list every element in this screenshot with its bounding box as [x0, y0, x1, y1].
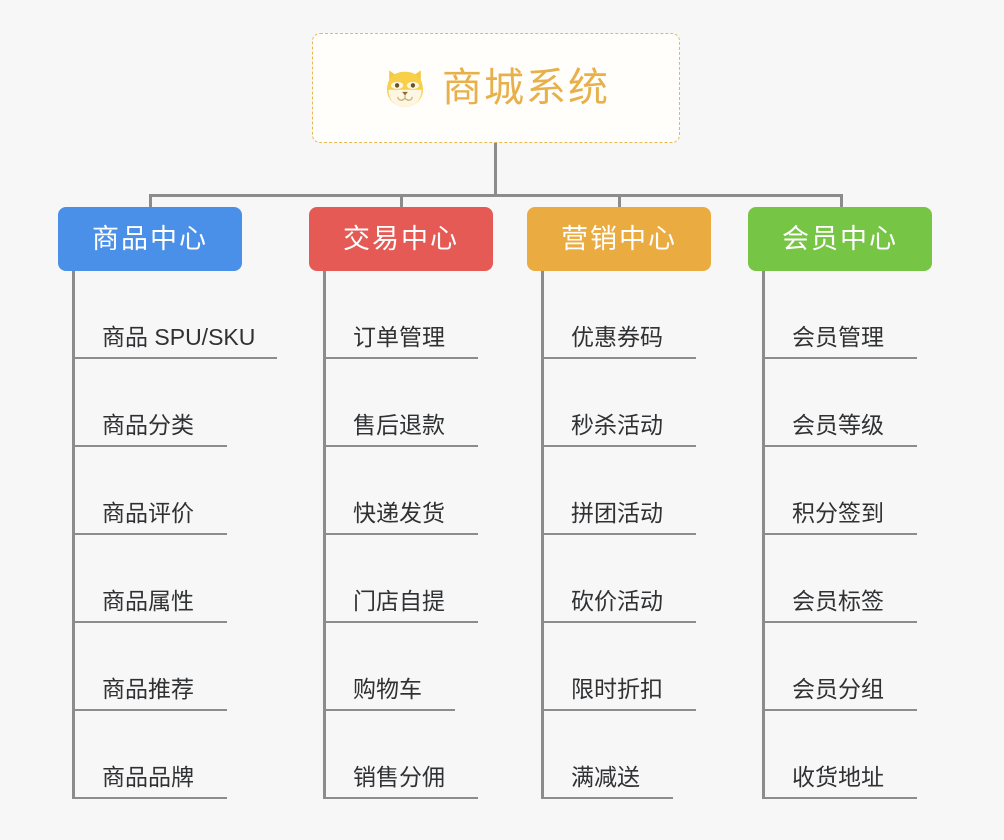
category-header-member-center[interactable]: 会员中心 [748, 207, 932, 271]
leaf-item-label: 收货地址 [792, 764, 884, 790]
leaf-item[interactable]: 销售分佣 [323, 711, 478, 799]
leaf-item-label: 门店自提 [353, 588, 445, 614]
leaf-item[interactable]: 收货地址 [762, 711, 917, 799]
leaf-item[interactable]: 会员分组 [762, 623, 917, 711]
leaf-item[interactable]: 快递发货 [323, 447, 478, 535]
category-header-product-center[interactable]: 商品中心 [58, 207, 242, 271]
leaf-item[interactable]: 购物车 [323, 623, 455, 711]
leaf-item-label: 会员标签 [792, 588, 884, 614]
category-header-marketing-center[interactable]: 营销中心 [527, 207, 711, 271]
leaf-item-label: 秒杀活动 [571, 412, 663, 438]
leaf-item-label: 商品属性 [102, 588, 194, 614]
category-header-label: 营销中心 [561, 223, 677, 254]
leaf-item[interactable]: 商品推荐 [72, 623, 227, 711]
connector-root-stem [494, 143, 497, 196]
leaf-item[interactable]: 限时折扣 [541, 623, 696, 711]
leaf-item[interactable]: 商品评价 [72, 447, 227, 535]
connector-column-spine [762, 271, 765, 799]
leaf-item[interactable]: 门店自提 [323, 535, 478, 623]
leaf-item-label: 满减送 [571, 764, 640, 790]
leaf-item-label: 限时折扣 [571, 676, 663, 702]
connector-drop-column-4 [840, 194, 843, 209]
leaf-item[interactable]: 秒杀活动 [541, 359, 696, 447]
leaf-item[interactable]: 商品品牌 [72, 711, 227, 799]
category-header-label: 商品中心 [92, 223, 208, 254]
root-node-title: 商城系统 [442, 66, 610, 110]
leaf-item[interactable]: 商品 SPU/SKU [72, 271, 277, 359]
connector-drop-column-2 [400, 194, 403, 209]
leaf-item-label: 订单管理 [353, 324, 445, 350]
category-header-label: 交易中心 [343, 223, 459, 254]
leaf-item-label: 会员管理 [792, 324, 884, 350]
root-node-mall-system[interactable]: 商城系统 [312, 33, 680, 143]
connector-column-spine [323, 271, 326, 799]
category-header-label: 会员中心 [782, 223, 898, 254]
dog-face-icon [382, 66, 428, 112]
leaf-item[interactable]: 订单管理 [323, 271, 478, 359]
leaf-item[interactable]: 商品属性 [72, 535, 227, 623]
connector-column-spine [541, 271, 544, 799]
leaf-item-label: 积分签到 [792, 500, 884, 526]
leaf-item-label: 拼团活动 [571, 500, 663, 526]
leaf-item-label: 商品 SPU/SKU [102, 324, 256, 350]
leaf-item[interactable]: 售后退款 [323, 359, 478, 447]
leaf-item[interactable]: 拼团活动 [541, 447, 696, 535]
leaf-item-label: 购物车 [353, 676, 422, 702]
leaf-item[interactable]: 砍价活动 [541, 535, 696, 623]
leaf-item[interactable]: 商品分类 [72, 359, 227, 447]
category-header-trade-center[interactable]: 交易中心 [309, 207, 493, 271]
leaf-item[interactable]: 优惠券码 [541, 271, 696, 359]
leaf-item-label: 商品品牌 [102, 764, 194, 790]
connector-drop-column-3 [618, 194, 621, 209]
leaf-item-label: 商品评价 [102, 500, 194, 526]
leaf-item[interactable]: 满减送 [541, 711, 673, 799]
leaf-item-label: 商品分类 [102, 412, 194, 438]
leaf-item[interactable]: 会员管理 [762, 271, 917, 359]
connector-column-spine [72, 271, 75, 799]
leaf-item[interactable]: 会员标签 [762, 535, 917, 623]
leaf-item-label: 会员分组 [792, 676, 884, 702]
leaf-item-label: 会员等级 [792, 412, 884, 438]
leaf-item-label: 销售分佣 [353, 764, 445, 790]
leaf-item[interactable]: 积分签到 [762, 447, 917, 535]
leaf-item-label: 优惠券码 [571, 324, 663, 350]
connector-horizontal-bus [149, 194, 843, 197]
connector-drop-column-1 [149, 194, 152, 209]
leaf-item[interactable]: 会员等级 [762, 359, 917, 447]
leaf-item-label: 商品推荐 [102, 676, 194, 702]
leaf-item-label: 快递发货 [353, 500, 445, 526]
leaf-item-label: 砍价活动 [571, 588, 663, 614]
leaf-item-label: 售后退款 [353, 412, 445, 438]
